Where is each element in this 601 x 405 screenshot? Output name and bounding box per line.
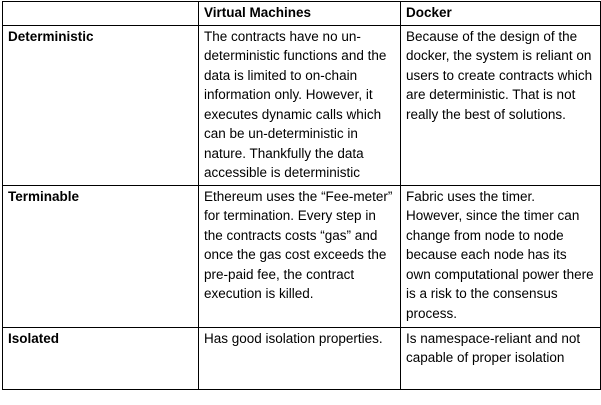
cell-vm-terminable: Ethereum uses the “Fee-meter” for termin… (198, 184, 401, 328)
row-label-terminable: Terminable (2, 184, 199, 328)
cell-docker-deterministic: Because of the design of the docker, the… (400, 24, 601, 186)
header-cell-docker: Docker (400, 1, 601, 26)
comparison-table: Virtual Machines Docker Deterministic Th… (2, 1, 601, 390)
cell-vm-deterministic: The contracts have no un-deterministic f… (198, 24, 401, 186)
header-row: Virtual Machines Docker (2, 1, 601, 26)
cell-vm-isolated: Has good isolation properties. (198, 326, 401, 390)
table-row: Isolated Has good isolation properties. … (2, 326, 601, 390)
row-label-isolated: Isolated (2, 326, 199, 390)
header-cell-virtual-machines: Virtual Machines (198, 1, 401, 26)
table-row: Terminable Ethereum uses the “Fee-meter”… (2, 184, 601, 328)
cell-docker-isolated: Is namespace-reliant and not capable of … (400, 326, 601, 390)
table-row: Deterministic The contracts have no un-d… (2, 24, 601, 186)
row-label-deterministic: Deterministic (2, 24, 199, 186)
cell-docker-terminable: Fabric uses the timer. However, since th… (400, 184, 601, 328)
header-cell-empty (2, 1, 199, 26)
